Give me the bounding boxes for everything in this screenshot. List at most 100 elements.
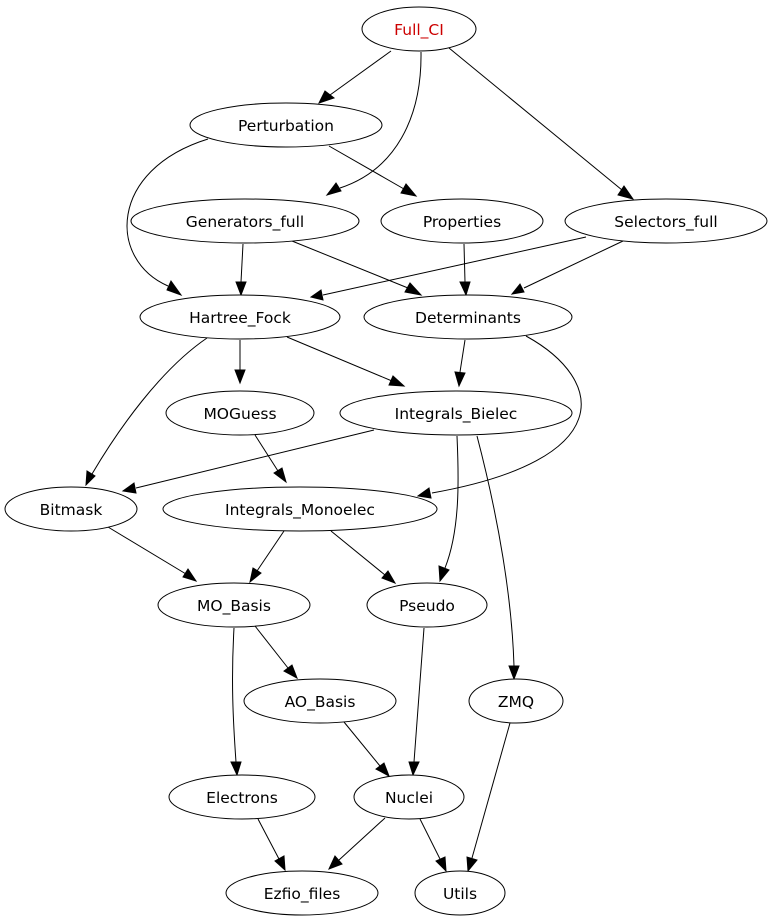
arrowhead-icon [435,856,447,873]
node-label: Integrals_Monoelec [225,501,375,520]
node-label: Determinants [415,309,521,327]
edge-selectors_full-to-determinants [510,240,624,295]
edge-hartree_fock-to-integrals_bielec [286,336,406,387]
node-nuclei: Nuclei [353,774,465,820]
node-selectors-full: Selectors_full [564,198,768,244]
edge-line [91,337,208,475]
arrowhead-icon [466,856,478,873]
node-ellipse [4,486,138,532]
arrowhead-icon [404,282,423,296]
node-label: Selectors_full [614,213,717,232]
arrowhead-icon [273,467,287,484]
edge-perturbation-to-hartree_fock [126,138,209,297]
edge-line [254,434,279,472]
node-generators-full: Generators_full [130,198,360,244]
edge-integrals_bielec-to-zmq [476,435,520,681]
edge-integrals_monoelec-to-pseudo [330,530,397,584]
edge-line [419,818,441,860]
edge-line [476,435,515,667]
edge-selectors_full-to-hartree_fock [309,236,587,301]
arrowhead-icon [318,90,336,104]
edge-line [338,817,386,861]
edge-ao_basis-to-nuclei [343,721,390,778]
node-label: MOGuess [203,405,276,423]
edge-generators_full-to-determinants [291,240,423,296]
node-ellipse [366,582,488,628]
node-integrals-bielec: Integrals_Bielec [339,390,573,436]
arrowhead-icon [416,487,432,499]
node-label: Generators_full [186,213,304,232]
node-label: Nuclei [385,789,433,807]
node-ellipse [168,774,316,820]
edge-generators_full-to-hartree_fock [235,243,247,297]
node-ellipse [361,6,477,52]
edge-line [328,145,405,190]
node-label: AO_Basis [285,693,356,712]
node-ellipse [363,294,573,340]
node-moguess: MOGuess [165,390,315,436]
edge-integrals_monoelec-to-mo_basis [249,530,285,584]
edge-nuclei-to-ezfio_files [328,817,386,870]
edge-nuclei-to-utils [419,818,447,873]
edge-line [444,435,459,569]
node-ellipse [414,870,506,916]
arrowhead-icon [230,761,242,777]
edge-line [256,530,285,572]
arrowhead-icon [85,470,96,487]
node-label: Electrons [206,789,278,807]
edge-line [339,51,422,189]
node-determinants: Determinants [363,294,573,340]
arrowhead-icon [182,568,198,582]
arrowhead-icon [375,762,390,778]
node-ezfio-files: Ezfio_files [225,870,379,916]
edge-full_ci-to-selectors_full [448,47,635,200]
edge-properties-to-determinants [459,243,471,297]
node-label: Integrals_Bielec [395,405,518,424]
edge-line [330,530,386,576]
node-ellipse [130,198,360,244]
arrowhead-icon [309,289,324,301]
arrowhead-icon [381,570,397,584]
arrowhead-icon [235,281,247,297]
edge-pseudo-to-nuclei [408,627,425,777]
node-hartree-fock: Hartree_Fock [139,294,341,340]
edge-line [463,243,466,283]
edge-determinants-to-integrals_bielec [454,339,466,388]
node-ellipse [189,102,383,148]
node-ellipse [162,486,438,532]
arrowhead-icon [508,665,520,681]
arrowhead-icon [617,185,635,200]
edge-determinants-to-integrals_monoelec [416,335,582,499]
node-label: Ezfio_files [264,885,341,904]
edge-line [523,240,624,289]
arrowhead-icon [234,369,246,385]
edge-line [254,625,289,669]
edge-mo_basis-to-ao_basis [254,625,298,680]
node-ellipse [165,390,315,436]
arrowhead-icon [408,761,420,777]
node-label: Utils [443,885,477,903]
edge-bitmask-to-mo_basis [107,526,198,582]
edge-line [471,722,511,859]
arrowhead-icon [459,281,471,297]
edge-line [240,243,244,283]
node-label: Hartree_Fock [189,309,291,328]
edge-line [329,50,392,96]
arrowhead-icon [166,279,183,297]
node-properties: Properties [380,198,544,244]
edge-hartree_fock-to-moguess [234,340,246,385]
edge-line [126,138,209,287]
node-electrons: Electrons [168,774,316,820]
node-pseudo: Pseudo [366,582,488,628]
arrowhead-icon [400,183,418,197]
edge-full_ci-to-perturbation [318,50,392,104]
arrowhead-icon [121,482,137,494]
arrowhead-icon [274,855,286,872]
edge-line [459,339,466,373]
node-zmq: ZMQ [468,678,564,724]
node-ellipse [380,198,544,244]
edge-line [448,47,623,191]
node-bitmask: Bitmask [4,486,138,532]
